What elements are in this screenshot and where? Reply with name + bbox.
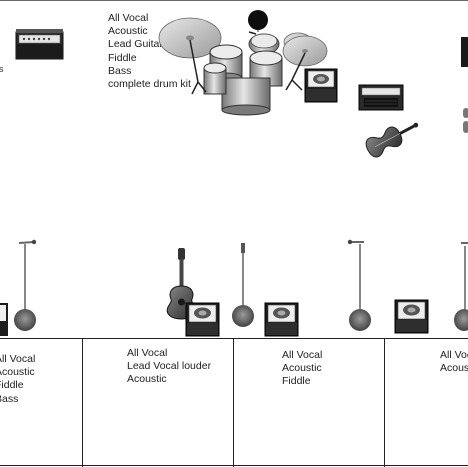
stage-edge bbox=[0, 0, 468, 1]
mix-line: Acoustic bbox=[282, 362, 322, 375]
mix-line: Acoustic bbox=[440, 362, 468, 375]
stage-monitor-icon bbox=[0, 303, 8, 336]
amplifier-icon bbox=[15, 29, 64, 60]
mix-line: Lead Vocal louder bbox=[127, 360, 212, 373]
keyboard-amp-icon bbox=[358, 84, 404, 111]
violin-icon bbox=[365, 122, 419, 158]
stage-monitor-icon bbox=[264, 302, 299, 337]
monitor-mix-cell: All Vocal Acoustic bbox=[440, 349, 468, 375]
drum-mix-line: Acoustic bbox=[108, 25, 148, 38]
monitor-mix-cell: All Vocal Acoustic Fiddle Bass bbox=[0, 353, 35, 406]
monitor-mix-cell: All Vocal Lead Vocal louder Acoustic bbox=[127, 347, 211, 387]
drum-mix-line: complete drum kit bbox=[108, 77, 191, 90]
microphone-stand-icon bbox=[347, 239, 371, 331]
drum-mix-line: All Vocal bbox=[108, 12, 149, 24]
table-bottom-border bbox=[0, 465, 468, 466]
microphone-stand-icon bbox=[232, 243, 254, 327]
drum-mix-line: Fiddle bbox=[108, 51, 137, 64]
mix-line: Acoustic bbox=[0, 366, 35, 379]
stage-monitor-icon bbox=[185, 302, 220, 337]
mix-line: All Vocal bbox=[127, 347, 168, 359]
table-divider bbox=[233, 338, 234, 467]
monitor-mix-cell: All Vocal Acoustic Fiddle bbox=[282, 349, 322, 389]
mix-line: All Vocal bbox=[282, 349, 323, 361]
mix-line: Fiddle bbox=[0, 379, 24, 392]
mix-line: All Vocal bbox=[0, 353, 36, 365]
drum-mix-line: Lead Guitar bbox=[108, 38, 163, 51]
table-top-border bbox=[0, 338, 468, 339]
svg-text:s: s bbox=[0, 64, 4, 74]
drum-mix-line: Bass bbox=[108, 64, 132, 77]
mix-line: All Vocal bbox=[440, 349, 468, 361]
amplifier-icon bbox=[461, 37, 468, 133]
table-divider bbox=[384, 338, 385, 467]
stage-monitor-icon bbox=[304, 68, 338, 103]
microphone-stand-icon bbox=[14, 239, 37, 331]
mix-line: Fiddle bbox=[282, 375, 311, 388]
mix-line: Acoustic bbox=[127, 373, 167, 386]
table-divider bbox=[82, 338, 83, 467]
mix-line: Bass bbox=[0, 392, 19, 405]
drum-mix-list: All Vocal Acoustic Lead Guitar Fiddle Ba… bbox=[108, 12, 191, 91]
stage-monitor-icon bbox=[394, 299, 429, 334]
drum-kit-icon bbox=[158, 10, 328, 116]
microphone-stand-icon bbox=[454, 242, 468, 331]
